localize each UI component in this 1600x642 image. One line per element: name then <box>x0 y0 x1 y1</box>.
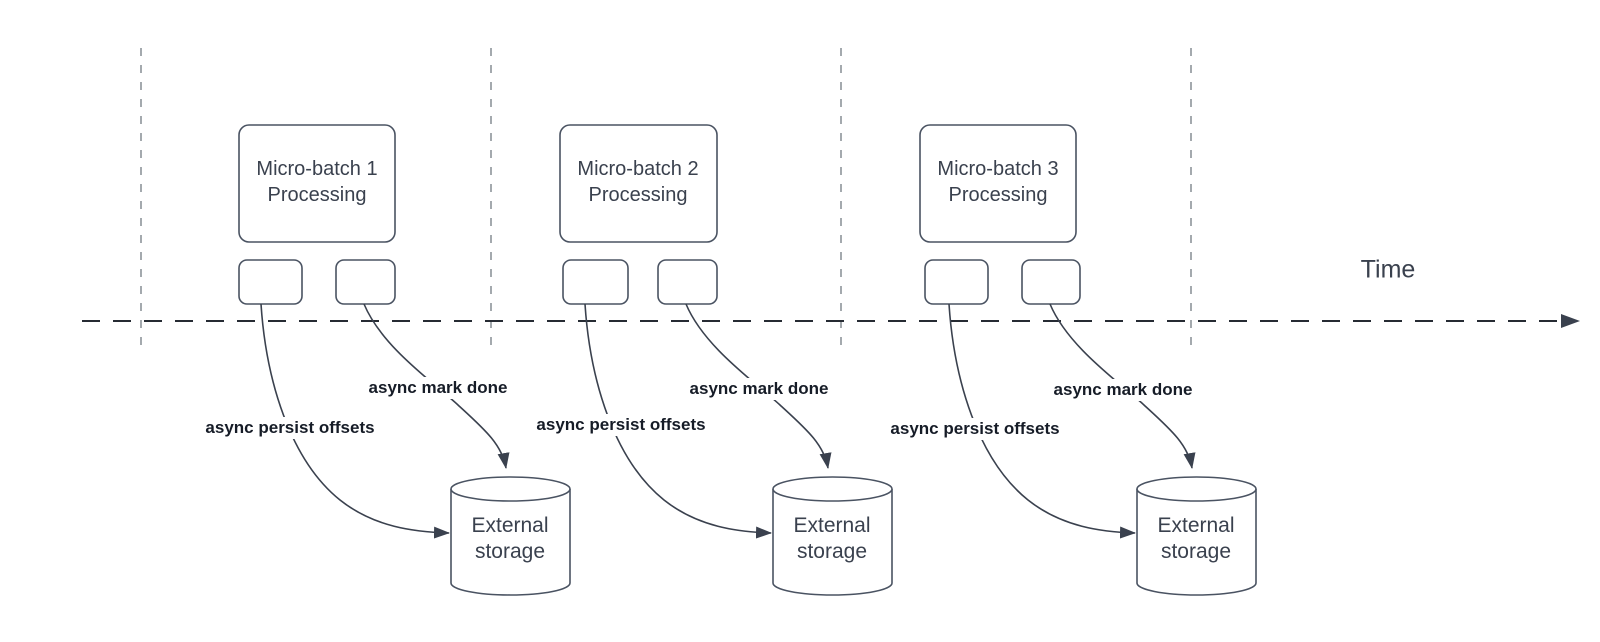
storage-label-line2: storage <box>474 540 546 563</box>
micro-batch-3-persist-label: async persist offsets <box>885 418 1065 440</box>
storage-label-line1: External <box>471 514 549 537</box>
micro-batch-1-title: Micro-batch 1 Processing <box>256 156 377 208</box>
micro-batch-2-done-label: async mark done <box>684 378 834 400</box>
micro-batch-3-processing-box <box>919 124 1077 243</box>
micro-batch-1-storage-cylinder <box>450 476 571 596</box>
time-axis-label: Time <box>1360 255 1416 284</box>
storage-label-line2: storage <box>796 540 868 563</box>
micro-batch-2-processing-box <box>559 124 718 243</box>
micro-batch-1-persist-task-box <box>238 259 303 305</box>
micro-batch-3-persist-arrow <box>948 303 1136 539</box>
micro-batch-3-title: Micro-batch 3 Processing <box>937 156 1058 208</box>
micro-batch-2-persist-arrow <box>584 303 772 539</box>
micro-batch-1-done-label: async mark done <box>363 377 513 399</box>
storage-label-line1: External <box>793 514 871 537</box>
micro-batch-3-storage-label: External storage <box>1157 513 1234 565</box>
micro-batch-2-storage-cylinder <box>772 476 893 596</box>
micro-batch-3-storage-cylinder <box>1136 476 1257 596</box>
micro-batch-2-title-line1: Micro-batch 2 <box>577 158 699 180</box>
storage-label-line1: External <box>1157 514 1235 537</box>
micro-batch-3-title-line2: Processing <box>948 184 1048 206</box>
micro-batch-2-title: Micro-batch 2 Processing <box>577 156 698 208</box>
micro-batch-1-done-task-box <box>335 259 396 305</box>
micro-batch-2-persist-task-box <box>562 259 629 305</box>
micro-batch-3-done-label: async mark done <box>1048 379 1198 401</box>
micro-batch-1-title-line1: Micro-batch 1 <box>256 158 378 180</box>
micro-batch-3-done-arrow <box>1049 303 1196 469</box>
micro-batch-1-done-arrow <box>363 303 510 469</box>
time-axis-arrow-icon <box>1561 314 1580 328</box>
micro-batch-1-storage-label: External storage <box>471 513 548 565</box>
storage-label-line2: storage <box>1160 540 1232 563</box>
micro-batch-3-persist-task-box <box>924 259 989 305</box>
micro-batch-3-done-task-box <box>1021 259 1081 305</box>
micro-batch-2-done-task-box <box>657 259 718 305</box>
micro-batch-1-persist-label: async persist offsets <box>200 417 380 439</box>
micro-batch-2-title-line2: Processing <box>588 184 688 206</box>
micro-batch-2-storage-label: External storage <box>793 513 870 565</box>
micro-batch-2-persist-label: async persist offsets <box>531 414 711 436</box>
micro-batch-1-persist-arrow <box>260 303 450 539</box>
micro-batch-1-title-line2: Processing <box>267 184 367 206</box>
micro-batch-3-title-line1: Micro-batch 3 <box>937 158 1059 180</box>
micro-batch-1-processing-box <box>238 124 396 243</box>
micro-batch-2-done-arrow <box>685 303 832 469</box>
